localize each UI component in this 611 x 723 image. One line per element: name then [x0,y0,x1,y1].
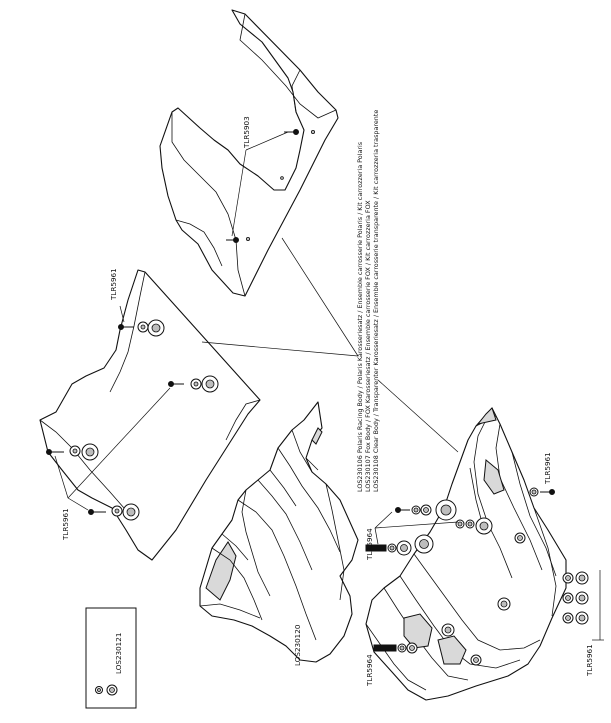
screw-icon [46,449,52,455]
part-number-label: TLR5903 [242,116,251,149]
hardware-stack: TLR5964 TLR5964 TLR5961 TLR5961 [365,452,604,687]
part-number-label: LOS230120 [293,624,302,666]
screw-icon [168,381,174,387]
inset-part-box: LOS230121 [85,607,137,709]
front-chassis-body [365,407,567,701]
grommet-icon [69,319,219,521]
body-kit-label-polaris: LOS230106 Polaris Racing Body / Polaris … [356,141,364,492]
body-kit-callout: LOS230106 Polaris Racing Body / Polaris … [201,110,459,492]
body-kit-label-fox: LOS230107 Fox Body / FOX Karosseriesatz … [364,200,372,492]
part-number-label: TLR5961 [585,644,594,677]
screw-icon [395,507,401,513]
part-number-label: TLR5961 [109,268,118,301]
screw-icon [88,509,94,515]
screw-icon [549,489,555,495]
part-number-label: TLR5961 [61,508,70,541]
screw-icon [118,324,124,330]
washer-column [562,570,604,641]
part-number-label: TLR5964 [365,528,374,561]
part-number-label: TLR5964 [365,654,374,687]
part-number-label: LOS230121 [114,633,123,674]
middle-flat-panel: TLR5961 TLR5961 [39,268,261,561]
center-rear-piece: LOS230120 [199,401,359,666]
part-number-label: TLR5961 [543,452,552,485]
body-kit-label-clear: LOS230108 Clear Body / Transparenter Kar… [372,110,380,492]
top-side-panel: TLR5903 [159,9,339,297]
